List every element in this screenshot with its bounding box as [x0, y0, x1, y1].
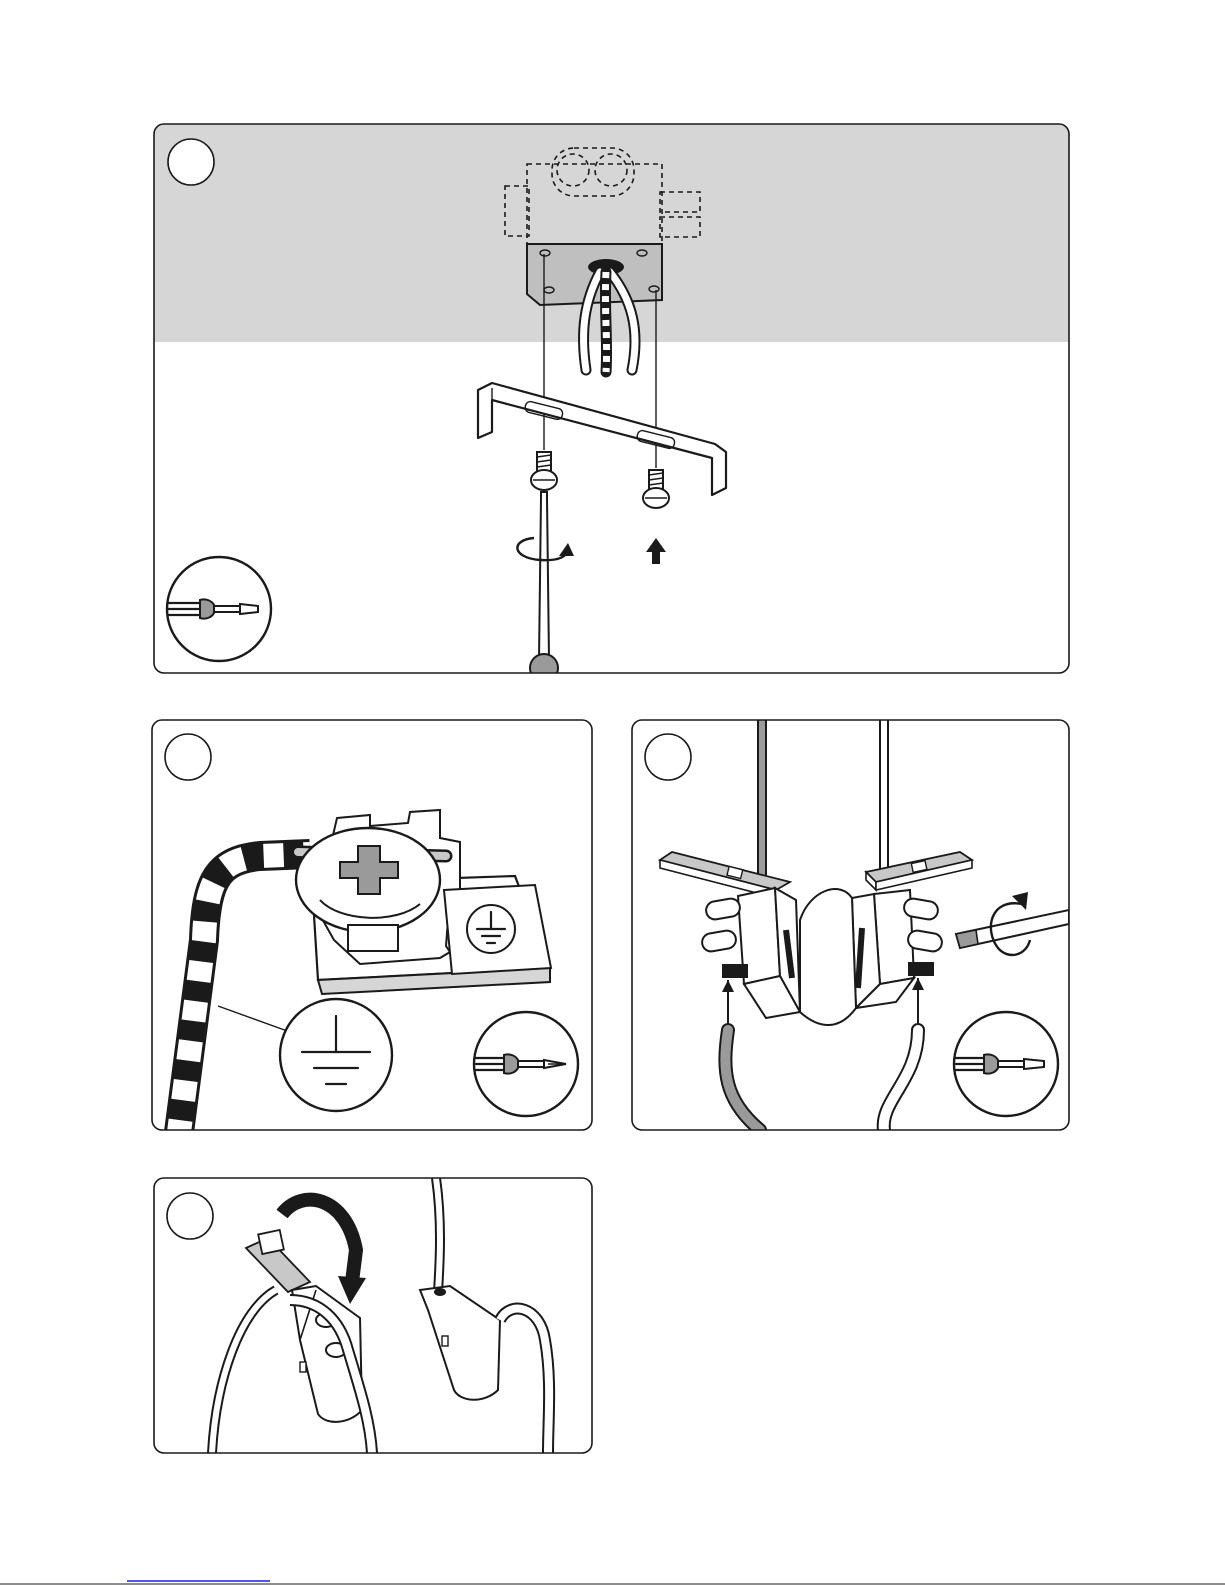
flat-screwdriver-icon [954, 1012, 1058, 1116]
panel-1 [154, 124, 1069, 682]
connector-housing [800, 889, 856, 1025]
flat-screwdriver-icon [167, 557, 271, 661]
step-badge-1 [168, 139, 214, 185]
earth-ground-icon [280, 999, 392, 1111]
panel-3 [632, 720, 1069, 1130]
earth-ground-icon [467, 905, 515, 953]
step-badge-3 [645, 734, 691, 780]
step-badge-2 [165, 734, 211, 780]
step-badge-4 [167, 1193, 213, 1239]
panel-4 [154, 1178, 592, 1453]
panel-2 [152, 720, 592, 1140]
ceiling-area [154, 124, 1069, 342]
phillips-screwdriver-icon [474, 1012, 578, 1116]
